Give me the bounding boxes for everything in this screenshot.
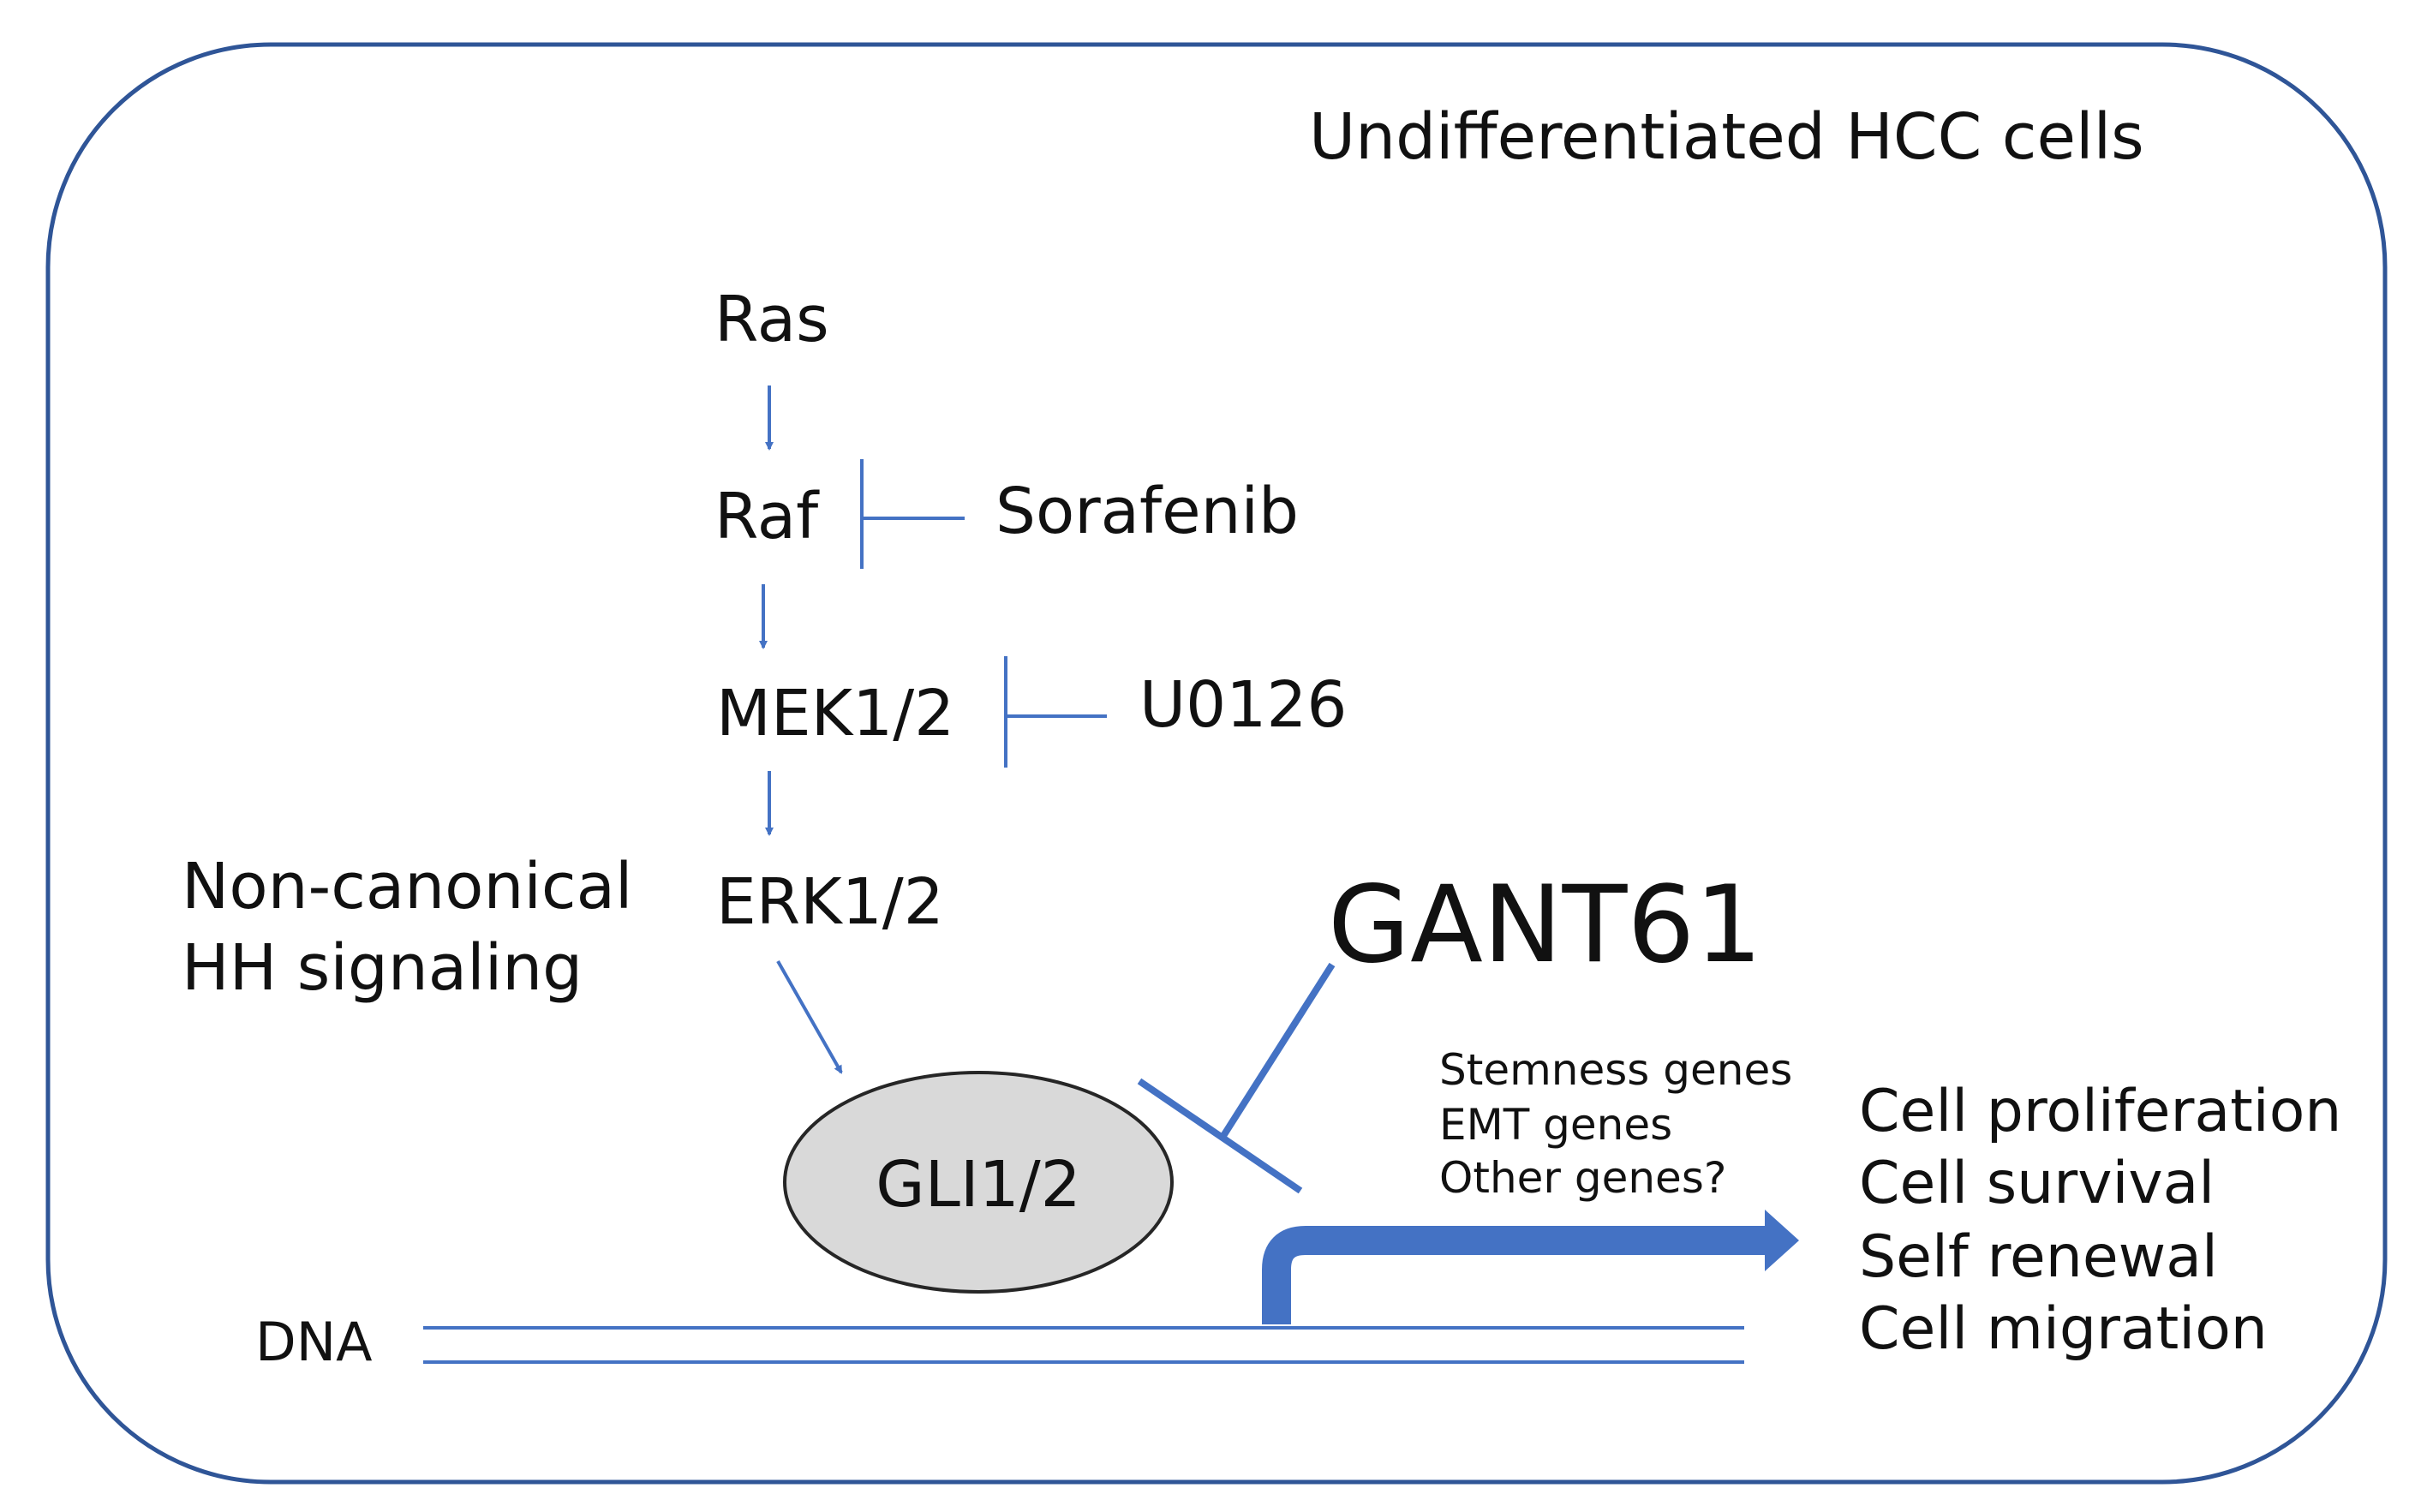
hh-signaling-label-line1: Non-canonical	[182, 850, 633, 923]
node-gli: GLI1/2	[876, 1148, 1081, 1222]
gant61-inhibit-stem	[1220, 962, 1336, 1138]
target-gene-stemness: Stemness genes	[1439, 1045, 1792, 1095]
outcome-survival: Cell survival	[1859, 1150, 2215, 1217]
inhibitor-u0126: U0126	[1139, 668, 1348, 742]
node-erk: ERK1/2	[716, 865, 944, 939]
outcome-self-renewal: Self renewal	[1859, 1223, 2218, 1291]
outcome-proliferation: Cell proliferation	[1859, 1078, 2341, 1145]
gant61-inhibit-bar	[1137, 1078, 1303, 1194]
transcription-arrow	[1262, 1226, 1773, 1324]
target-gene-other: Other genes?	[1439, 1153, 1726, 1203]
target-gene-emt: EMT genes	[1439, 1100, 1672, 1150]
hh-signaling-label-line2: HH signaling	[182, 931, 583, 1005]
inhibitor-gant61: GANT61	[1328, 864, 1762, 987]
node-mek: MEK1/2	[716, 677, 954, 750]
node-raf: Raf	[714, 480, 820, 553]
cell-boundary	[45, 42, 2388, 1485]
outcome-migration: Cell migration	[1859, 1295, 2268, 1363]
arrow-erk-gli	[776, 960, 843, 1074]
cell-title: Undifferentiated HCC cells	[1309, 100, 2144, 174]
dna-label: DNA	[255, 1311, 373, 1373]
node-ras: Ras	[714, 283, 829, 356]
transcription-arrowhead	[1765, 1210, 1799, 1271]
gli-ellipse	[783, 1071, 1174, 1294]
inhibitor-sorafenib: Sorafenib	[995, 475, 1299, 548]
